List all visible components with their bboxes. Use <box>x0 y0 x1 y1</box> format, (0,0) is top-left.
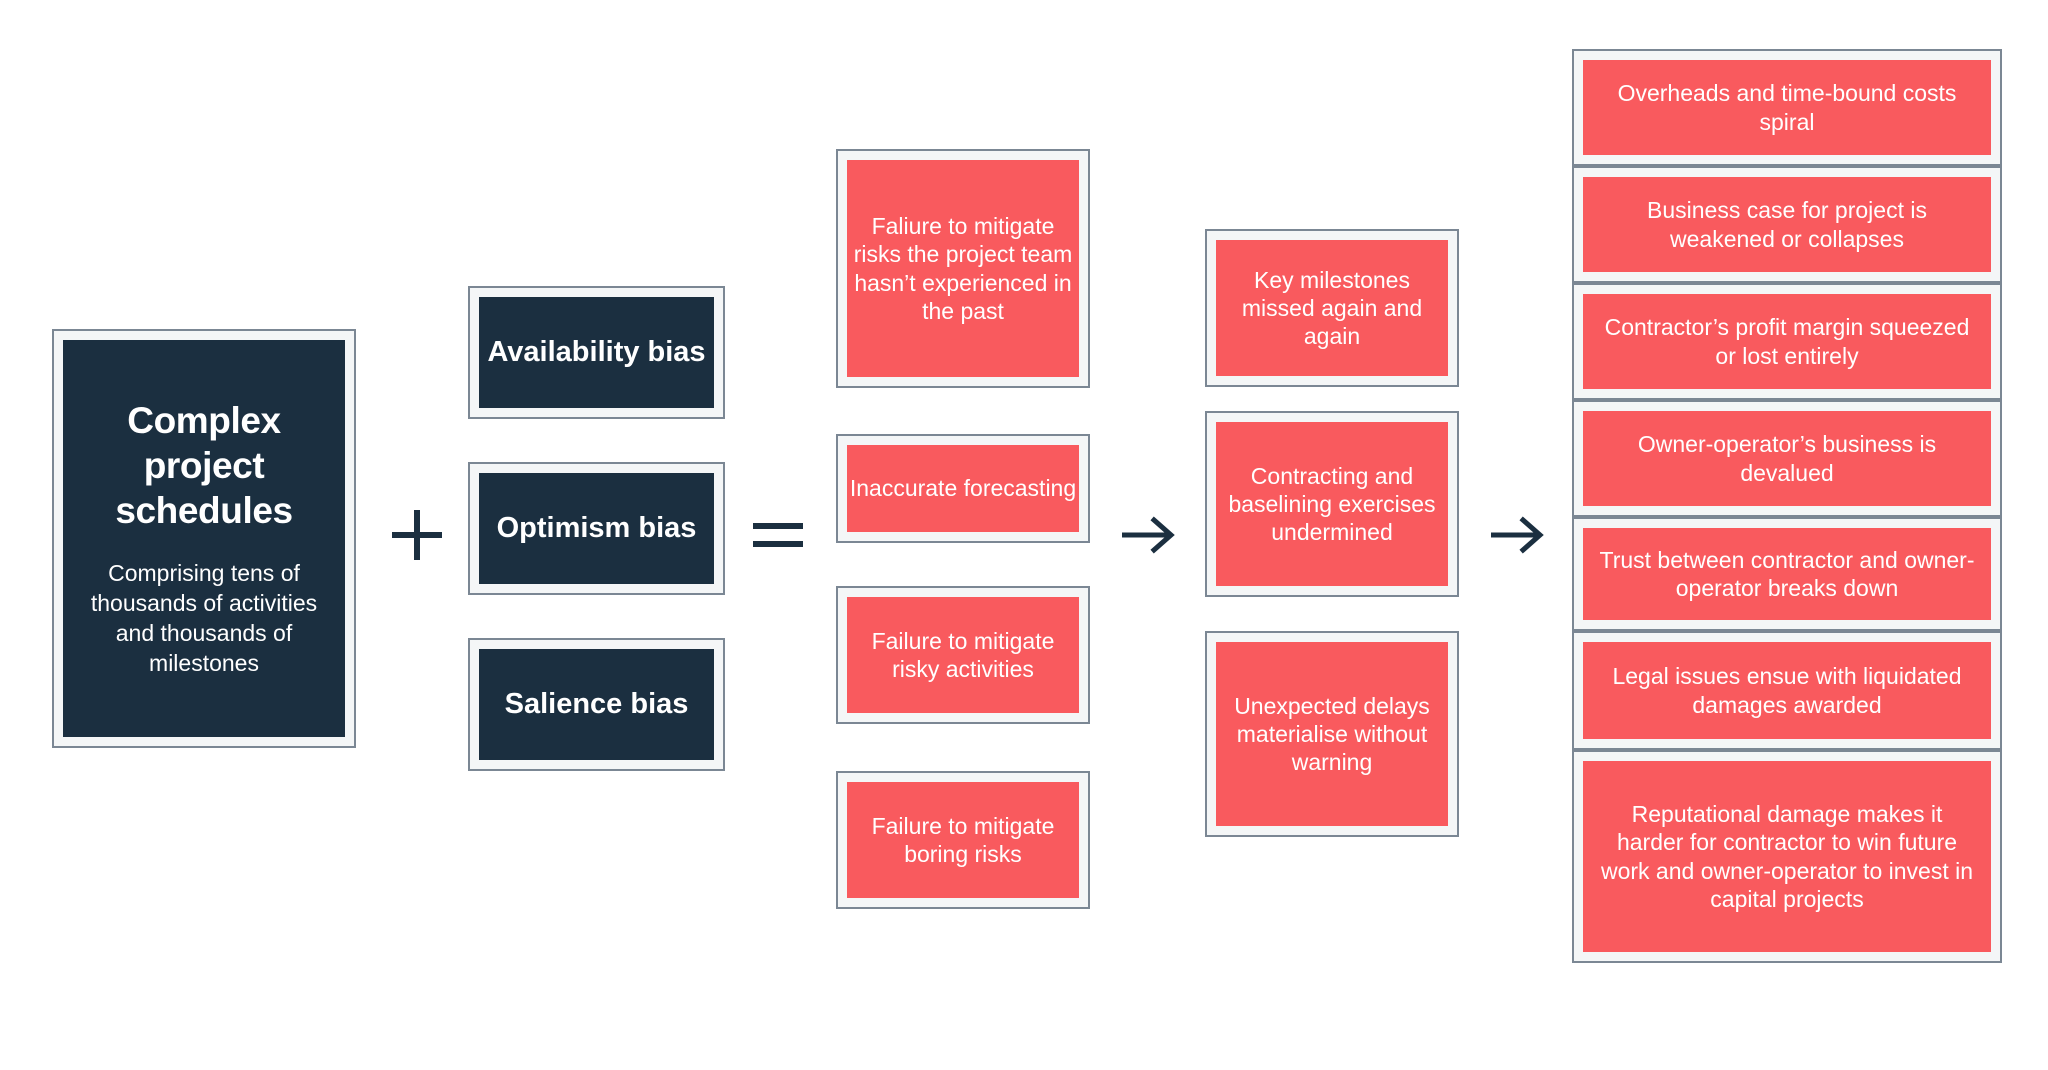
node-label: Failure to mitigate boring risks <box>847 782 1079 898</box>
arrow-right-icon <box>1113 495 1183 575</box>
node-consequence-1[interactable]: Faliure to mitigate risks the project te… <box>836 149 1090 388</box>
node-label: Faliure to mitigate risks the project te… <box>847 160 1079 377</box>
operator-plus-icon <box>385 495 449 575</box>
node-outcome-1[interactable]: Overheads and time-bound costs spiral <box>1572 49 2002 166</box>
node-outcome-7[interactable]: Reputational damage makes it harder for … <box>1572 750 2002 963</box>
node-label: Owner-operator’s business is devalued <box>1583 411 1991 506</box>
node-outcome-2[interactable]: Business case for project is weakened or… <box>1572 166 2002 283</box>
node-title: Complex project schedules <box>115 400 293 532</box>
node-label: Legal issues ensue with liquidated damag… <box>1583 642 1991 739</box>
node-subtitle: Comprising tens of thousands of activiti… <box>90 560 318 677</box>
node-salience-bias[interactable]: Salience bias <box>468 638 725 771</box>
node-consequence-4[interactable]: Failure to mitigate boring risks <box>836 771 1090 909</box>
outcomes-stack: Overheads and time-bound costs spiral Bu… <box>1572 49 2002 1013</box>
node-label: Reputational damage makes it harder for … <box>1583 761 1991 952</box>
node-label: Contracting and baselining exercises und… <box>1216 422 1448 586</box>
node-outcome-5[interactable]: Trust between contractor and owner-opera… <box>1572 517 2002 631</box>
node-outcome-3[interactable]: Contractor’s profit margin squeezed or l… <box>1572 283 2002 400</box>
node-availability-bias[interactable]: Availability bias <box>468 286 725 419</box>
node-optimism-bias[interactable]: Optimism bias <box>468 462 725 595</box>
node-label: Inaccurate forecasting <box>847 445 1079 532</box>
node-label: Salience bias <box>479 649 714 760</box>
node-outcome-6[interactable]: Legal issues ensue with liquidated damag… <box>1572 631 2002 750</box>
node-label: Key milestones missed again and again <box>1216 240 1448 376</box>
node-complex-project-schedules[interactable]: Complex project schedules Comprising ten… <box>52 329 356 748</box>
node-label: Contractor’s profit margin squeezed or l… <box>1583 294 1991 389</box>
node-label: Business case for project is weakened or… <box>1583 177 1991 272</box>
node-impact-2[interactable]: Contracting and baselining exercises und… <box>1205 411 1459 597</box>
node-label: Failure to mitigate risky activities <box>847 597 1079 713</box>
node-consequence-2[interactable]: Inaccurate forecasting <box>836 434 1090 543</box>
node-label: Unexpected delays materialise without wa… <box>1216 642 1448 826</box>
node-label: Overheads and time-bound costs spiral <box>1583 60 1991 155</box>
operator-equals-icon <box>746 495 810 575</box>
node-label: Availability bias <box>479 297 714 408</box>
arrow-right-icon <box>1482 495 1552 575</box>
node-label: Trust between contractor and owner-opera… <box>1583 528 1991 620</box>
node-body: Complex project schedules Comprising ten… <box>63 340 345 737</box>
node-consequence-3[interactable]: Failure to mitigate risky activities <box>836 586 1090 724</box>
node-impact-1[interactable]: Key milestones missed again and again <box>1205 229 1459 387</box>
node-outcome-4[interactable]: Owner-operator’s business is devalued <box>1572 400 2002 517</box>
node-label: Optimism bias <box>479 473 714 584</box>
node-impact-3[interactable]: Unexpected delays materialise without wa… <box>1205 631 1459 837</box>
